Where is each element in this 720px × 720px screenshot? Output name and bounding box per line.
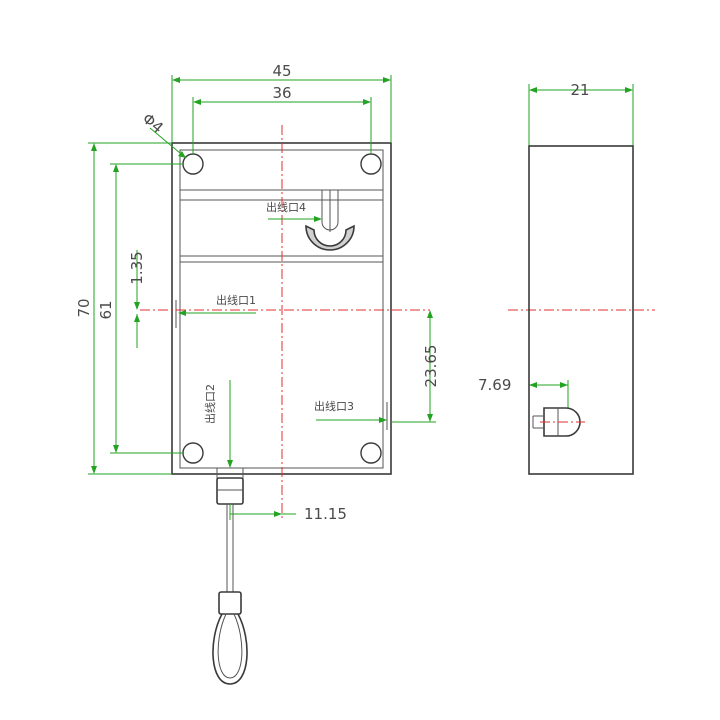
port4-slot [305, 190, 355, 251]
mount-hole-bottom-left [182, 442, 204, 464]
dim-offset-cable: 11.15 [304, 505, 347, 523]
dim-height-outer: 70 [75, 298, 93, 317]
dim-width-outer: 45 [272, 62, 291, 80]
port-labels: 出线口4 出线口1 出线口2 出线口3 [178, 200, 387, 468]
front-view [140, 125, 655, 685]
port2-label: 出线口2 [203, 384, 217, 424]
mount-hole-top-right [360, 153, 382, 175]
cable-crimp [218, 591, 242, 615]
port4-label: 出线口4 [266, 200, 306, 214]
cable-ferrule [216, 477, 244, 505]
dim-hole-diameter: Φ4 [139, 109, 167, 137]
dim-offset-top: 1.35 [128, 251, 146, 284]
cable-exit-housing [216, 467, 244, 479]
dim-width-inner: 36 [272, 84, 291, 102]
mount-hole-bottom-right [360, 442, 382, 464]
side-view [528, 145, 634, 475]
cable-assembly [212, 467, 248, 685]
port1-label: 出线口1 [216, 293, 256, 307]
side-port [543, 407, 581, 437]
port3-label: 出线口3 [314, 399, 354, 413]
dimensions: 45 36 Φ4 70 61 1.35 [75, 62, 634, 523]
side-body-outline [528, 145, 634, 475]
cable-loop [212, 613, 248, 685]
dim-side-port-offset: 7.69 [478, 376, 511, 394]
dim-height-inner: 61 [97, 300, 115, 319]
dim-side-thickness: 21 [570, 81, 589, 99]
mount-hole-top-left [182, 153, 204, 175]
dim-offset-bottom-right: 23.65 [422, 345, 440, 388]
